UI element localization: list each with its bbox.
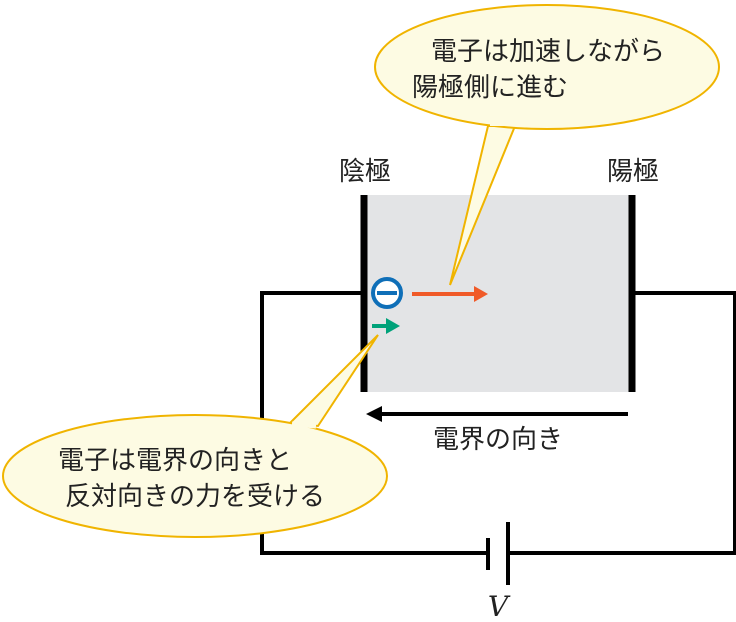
field-arrowhead bbox=[366, 406, 382, 422]
callout-bottom-line1: 電子は電界の向きと bbox=[58, 446, 292, 476]
callout-top-line1: 電子は加速しながら bbox=[431, 37, 665, 67]
field-direction-label: 電界の向き bbox=[433, 425, 563, 455]
anode-label: 陽極 bbox=[607, 157, 659, 187]
wire-right bbox=[508, 291, 736, 555]
velocity-arrowhead bbox=[474, 286, 488, 302]
field-region bbox=[364, 195, 632, 392]
callout-bottom-line2: 反対向きの力を受ける bbox=[65, 482, 325, 512]
callout-top: 電子は加速しながら 陽極側に進む bbox=[374, 4, 720, 286]
callout-top-line2: 陽極側に進む bbox=[412, 73, 568, 103]
callout-bottom: 電子は電界の向きと 反対向きの力を受ける bbox=[2, 334, 388, 538]
cathode-label: 陰極 bbox=[339, 157, 391, 187]
voltage-label: V bbox=[488, 590, 511, 622]
force-arrowhead bbox=[386, 318, 400, 334]
